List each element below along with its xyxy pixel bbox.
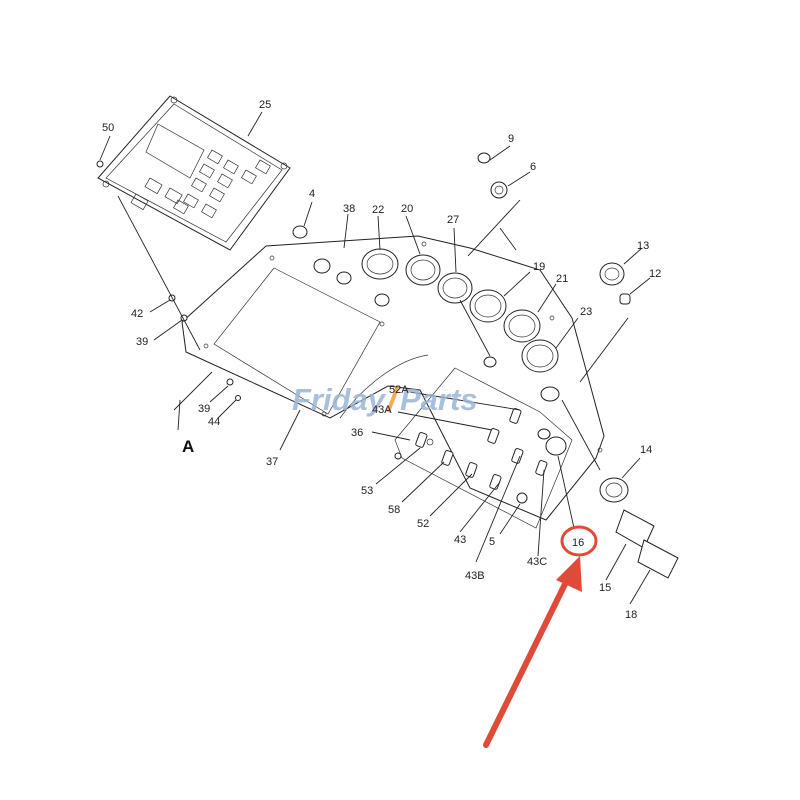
callout-4: 4 [309, 188, 315, 200]
callout-25: 25 [259, 99, 271, 111]
callout-39-lower: 39 [198, 403, 210, 415]
highlight-arrow-shaft [483, 575, 571, 748]
callout-21: 21 [556, 273, 568, 285]
callout-19: 19 [533, 261, 545, 273]
callout-16: 16 [572, 537, 584, 549]
watermark-accent [386, 385, 400, 413]
callout-39-upper: 39 [136, 336, 148, 348]
callout-36: 36 [351, 427, 363, 439]
callout-58: 58 [388, 504, 400, 516]
callout-9: 9 [508, 133, 514, 145]
callout-22: 22 [372, 204, 384, 216]
callout-52A: 52A [389, 384, 409, 396]
callout-14: 14 [640, 444, 652, 456]
toggle-switches [394, 408, 548, 504]
callout-53: 53 [361, 485, 373, 497]
callout-52: 52 [417, 518, 429, 530]
watermark-text-a: Friday [292, 382, 387, 417]
gauges [313, 248, 567, 456]
highlight-arrow-head [556, 556, 582, 592]
callout-13: 13 [637, 240, 649, 252]
callout-38: 38 [343, 203, 355, 215]
callout-42: 42 [131, 308, 143, 320]
callout-5: 5 [489, 536, 495, 548]
callout-50: 50 [102, 122, 114, 134]
callout-27: 27 [447, 214, 459, 226]
callout-37: 37 [266, 456, 278, 468]
display-keypad-module [97, 95, 291, 251]
watermark-text-b: Parts [400, 382, 478, 417]
leader-lines [99, 111, 651, 605]
callout-18: 18 [625, 609, 637, 621]
callout-44: 44 [208, 416, 220, 428]
callout-43B: 43B [465, 570, 485, 582]
callout-6: 6 [530, 161, 536, 173]
callout-43A: 43A [372, 404, 392, 416]
right-components [599, 477, 679, 579]
callout-12: 12 [649, 268, 661, 280]
callout-A: A [182, 437, 194, 456]
switch-subpanel [394, 367, 573, 529]
callout-labels: 25 50 9 6 4 38 22 20 27 19 21 13 12 23 4… [102, 99, 661, 621]
watermark: Friday Parts [292, 382, 478, 417]
callout-43: 43 [454, 534, 466, 546]
callout-20: 20 [401, 203, 413, 215]
main-panel [181, 235, 605, 521]
callout-43C: 43C [527, 556, 547, 568]
callout-15: 15 [599, 582, 611, 594]
callout-23: 23 [580, 306, 592, 318]
highlight-annotation [483, 525, 598, 748]
highlight-circle [560, 525, 598, 557]
